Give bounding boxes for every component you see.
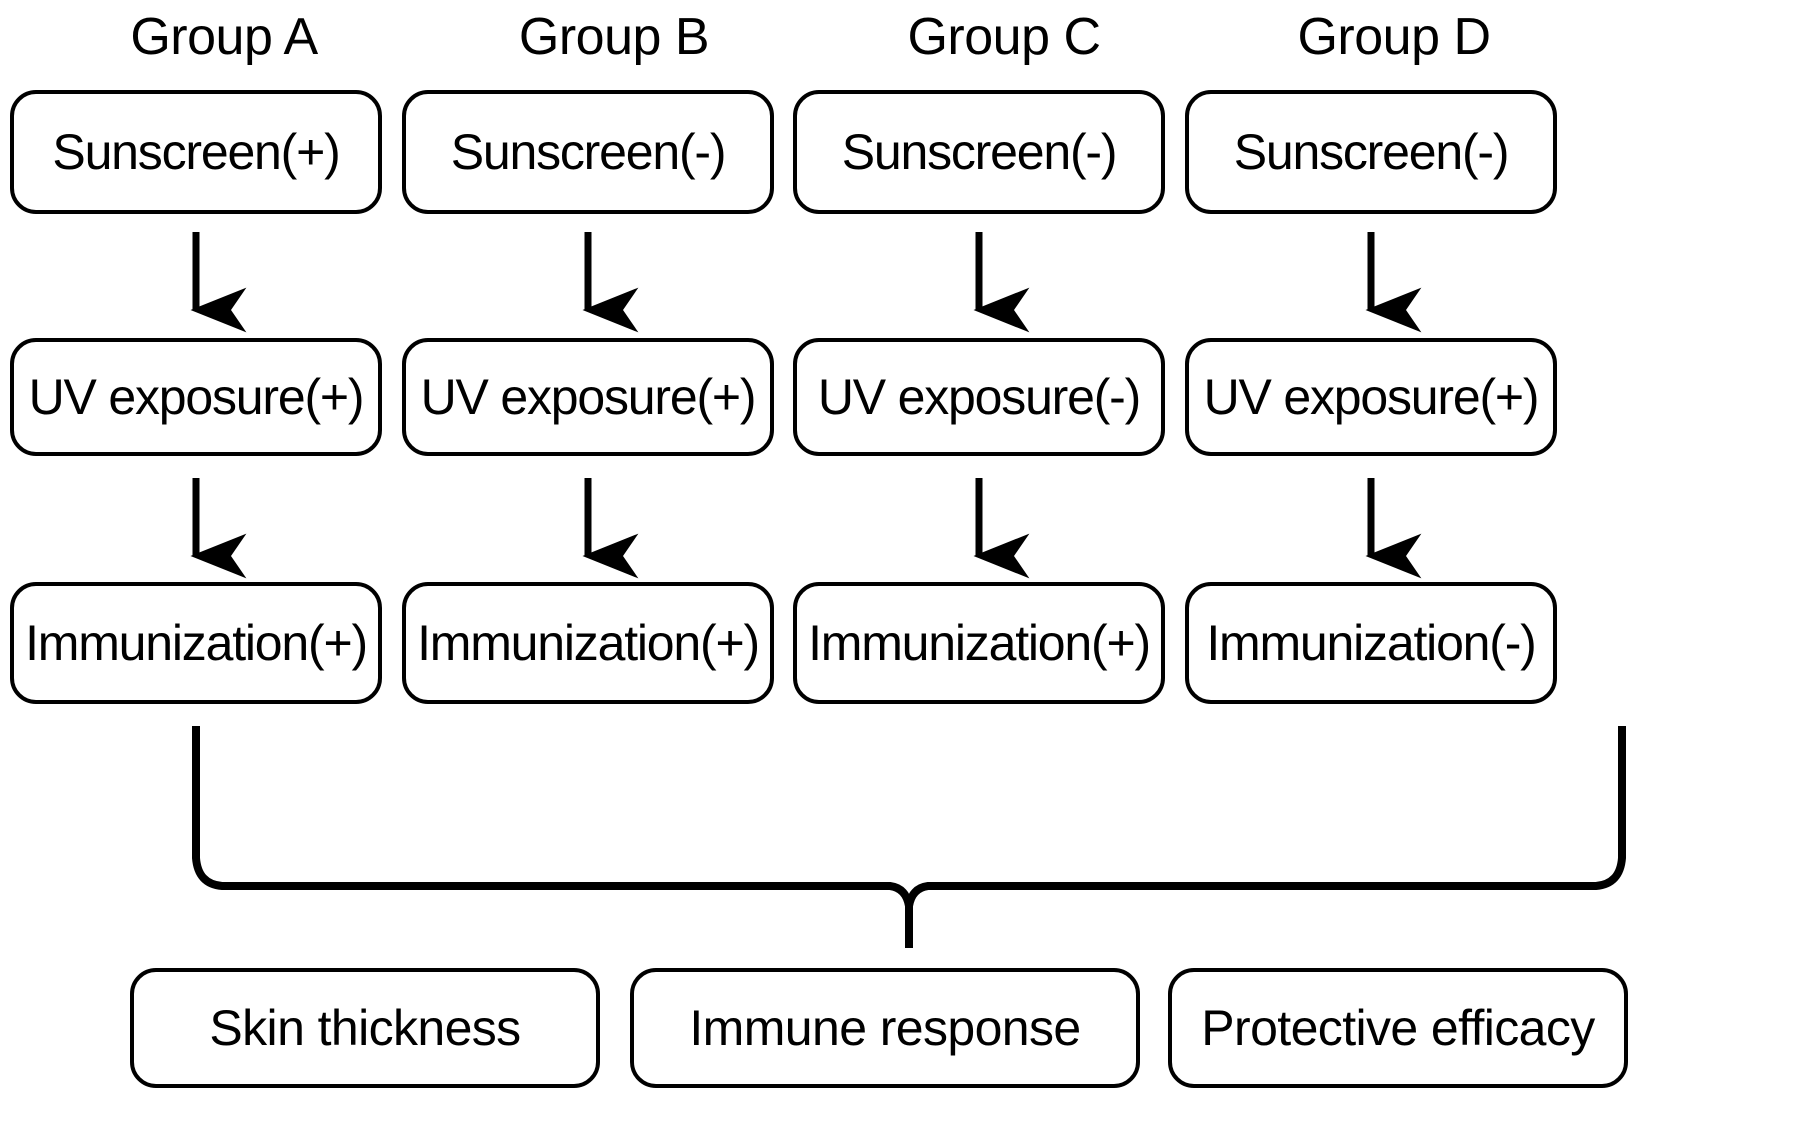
node-label: Sunscreen(+) xyxy=(52,124,340,180)
node-group-b-uv-exposure[interactable]: UV exposure(+) xyxy=(402,338,774,456)
outcome-label: Protective efficacy xyxy=(1201,1000,1595,1056)
node-label: UV exposure(+) xyxy=(28,369,365,425)
node-group-c-sunscreen[interactable]: Sunscreen(-) xyxy=(793,90,1165,214)
node-label: Immunization(+) xyxy=(417,615,760,671)
node-group-b-immunization[interactable]: Immunization(+) xyxy=(402,582,774,704)
node-label: UV exposure(+) xyxy=(420,369,757,425)
node-group-d-sunscreen[interactable]: Sunscreen(-) xyxy=(1185,90,1557,214)
outcome-label: Immune response xyxy=(689,1000,1081,1056)
node-group-d-uv-exposure[interactable]: UV exposure(+) xyxy=(1185,338,1557,456)
node-label: Immunization(-) xyxy=(1206,615,1536,671)
column-header-group-a: Group A xyxy=(10,8,438,66)
node-label: Sunscreen(-) xyxy=(841,124,1118,180)
column-header-label: Group B xyxy=(518,8,710,66)
node-label: UV exposure(+) xyxy=(1203,369,1540,425)
outcome-label: Skin thickness xyxy=(209,1000,521,1056)
node-group-a-immunization[interactable]: Immunization(+) xyxy=(10,582,382,704)
column-header-group-d: Group D xyxy=(1180,8,1608,66)
node-group-c-uv-exposure[interactable]: UV exposure(-) xyxy=(793,338,1165,456)
column-header-label: Group A xyxy=(130,8,318,66)
node-group-c-immunization[interactable]: Immunization(+) xyxy=(793,582,1165,704)
outcome-box-protective-efficacy[interactable]: Protective efficacy xyxy=(1168,968,1628,1088)
node-group-b-sunscreen[interactable]: Sunscreen(-) xyxy=(402,90,774,214)
column-header-label: Group C xyxy=(907,8,1101,66)
node-label: Sunscreen(-) xyxy=(1233,124,1510,180)
node-label: UV exposure(-) xyxy=(817,369,1141,425)
outcome-box-immune-response[interactable]: Immune response xyxy=(630,968,1140,1088)
node-group-d-immunization[interactable]: Immunization(-) xyxy=(1185,582,1557,704)
column-header-group-b: Group B xyxy=(400,8,828,66)
column-header-group-c: Group C xyxy=(790,8,1218,66)
column-header-label: Group D xyxy=(1297,8,1491,66)
node-label: Immunization(+) xyxy=(25,615,368,671)
node-group-a-sunscreen[interactable]: Sunscreen(+) xyxy=(10,90,382,214)
node-label: Sunscreen(-) xyxy=(450,124,727,180)
node-label: Immunization(+) xyxy=(808,615,1151,671)
node-group-a-uv-exposure[interactable]: UV exposure(+) xyxy=(10,338,382,456)
outcome-box-skin-thickness[interactable]: Skin thickness xyxy=(130,968,600,1088)
